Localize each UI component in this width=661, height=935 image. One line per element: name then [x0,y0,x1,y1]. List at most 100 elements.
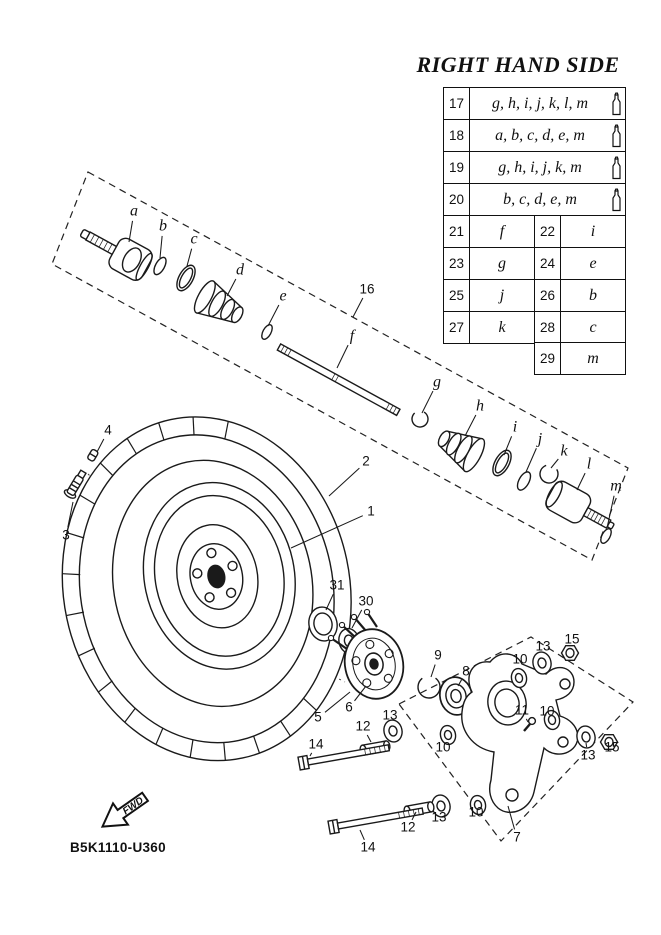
driveshaft-assembly-outline [51,171,629,561]
inner-cv-joint [545,480,615,530]
tread-tick [302,697,317,711]
leader-line [550,458,559,469]
tire-sidewall [111,459,314,708]
callout-e: e [279,288,286,305]
table-row: 25 j 26 b [443,279,626,312]
row-letter: f [469,215,535,248]
callout-4: 4 [104,423,112,438]
row-letter: k [469,311,535,344]
leader-line [421,390,434,414]
row-letters: a, b, c, d, e, m [469,119,626,152]
callout-10: 10 [435,740,450,755]
callout-c: c [190,231,197,248]
callout-13: 13 [580,748,595,763]
callout-b: b [159,218,167,235]
leader-line [159,235,163,259]
callout-13: 13 [382,708,397,723]
table-row: 19 g, h, i, j, k, m [443,151,626,184]
rim-inner [153,494,285,657]
callout-16: 16 [359,282,374,297]
tread-tick [78,647,96,657]
leader-line [309,752,313,757]
cv-boot-h [437,430,486,473]
callout-3: 3 [62,528,70,543]
callout-7: 7 [513,830,521,845]
callout-5: 5 [314,710,322,725]
boot-band-i [492,449,512,477]
callout-15: 15 [564,632,579,647]
tread-tick [124,707,137,723]
callout-12: 12 [400,820,415,835]
knuckle-assembly-outline [398,636,634,842]
leader-line [325,593,334,611]
callout-l: l [587,456,592,473]
row-number: 24 [534,247,561,280]
collar-10 [510,667,528,689]
leader-line [457,679,462,687]
table-row: 18 a, b, c, d, e, m [443,119,626,152]
fwd-arrow: FWD [100,791,150,828]
tread-tick [66,611,85,617]
nut-15 [599,733,619,751]
wheel-center-hole [207,564,226,589]
table-row: 23 g 24 e [443,247,626,280]
leader-line [96,438,105,453]
washer-13 [383,719,403,743]
outer-cv-joint [79,229,153,281]
callout-10: 10 [539,704,554,719]
circlip-9 [417,675,441,699]
washer-13 [576,725,596,749]
leader-line [525,448,537,473]
leader-line [328,467,360,497]
grease-tube-icon [610,92,623,115]
row-number: 20 [443,183,470,216]
callout-15: 15 [604,740,619,755]
tread-tick [158,422,165,441]
table-row-29: 29 m [534,342,626,376]
letters-text: b, c, d, e, m [503,190,577,208]
tread-tick [98,680,113,693]
row-number: 29 [534,342,561,376]
leader-line [411,811,417,821]
collar-10 [469,794,487,816]
table-row: 20 b, c, d, e, m [443,183,626,216]
leader-line [186,248,193,267]
letters-text: g, h, i, j, k, l, m [492,94,588,112]
tread-tick [224,421,229,440]
part-code: B5K1110-U360 [70,840,166,855]
ring-m [600,528,612,544]
leader-line [336,344,349,369]
collar-10 [543,709,561,731]
callout-i: i [513,419,517,436]
row-letter: m [560,342,626,376]
row-letters: g, h, i, j, k, l, m [469,87,626,120]
bolt-14 [327,807,425,835]
application-table: 17 g, h, i, j, k, l, m 18 a, b, c, d, e,… [443,87,626,376]
callout-13: 13 [535,639,550,654]
row-number: 21 [443,215,470,248]
snap-ring-g [411,410,429,428]
tread-tick [79,494,96,505]
valve-stem [63,469,87,499]
row-number: 18 [443,119,470,152]
callout-14: 14 [360,840,376,855]
callout-1: 1 [367,504,375,519]
washer-13 [532,651,552,675]
tread-tick [62,573,81,576]
grease-tube-icon [610,188,623,211]
leader-line [354,685,367,702]
leader-line [267,304,280,327]
grease-tube-icon [610,156,623,179]
row-letter: e [560,247,626,280]
tread-tick [192,416,195,435]
wheel-hub [327,608,405,700]
boot-band-c [176,264,196,292]
leader-line [585,742,588,748]
row-number: 19 [443,151,470,184]
row-number: 28 [534,311,561,344]
leader-line [366,734,372,743]
callout-k: k [560,443,568,460]
wheel-lug-holes [192,547,238,603]
